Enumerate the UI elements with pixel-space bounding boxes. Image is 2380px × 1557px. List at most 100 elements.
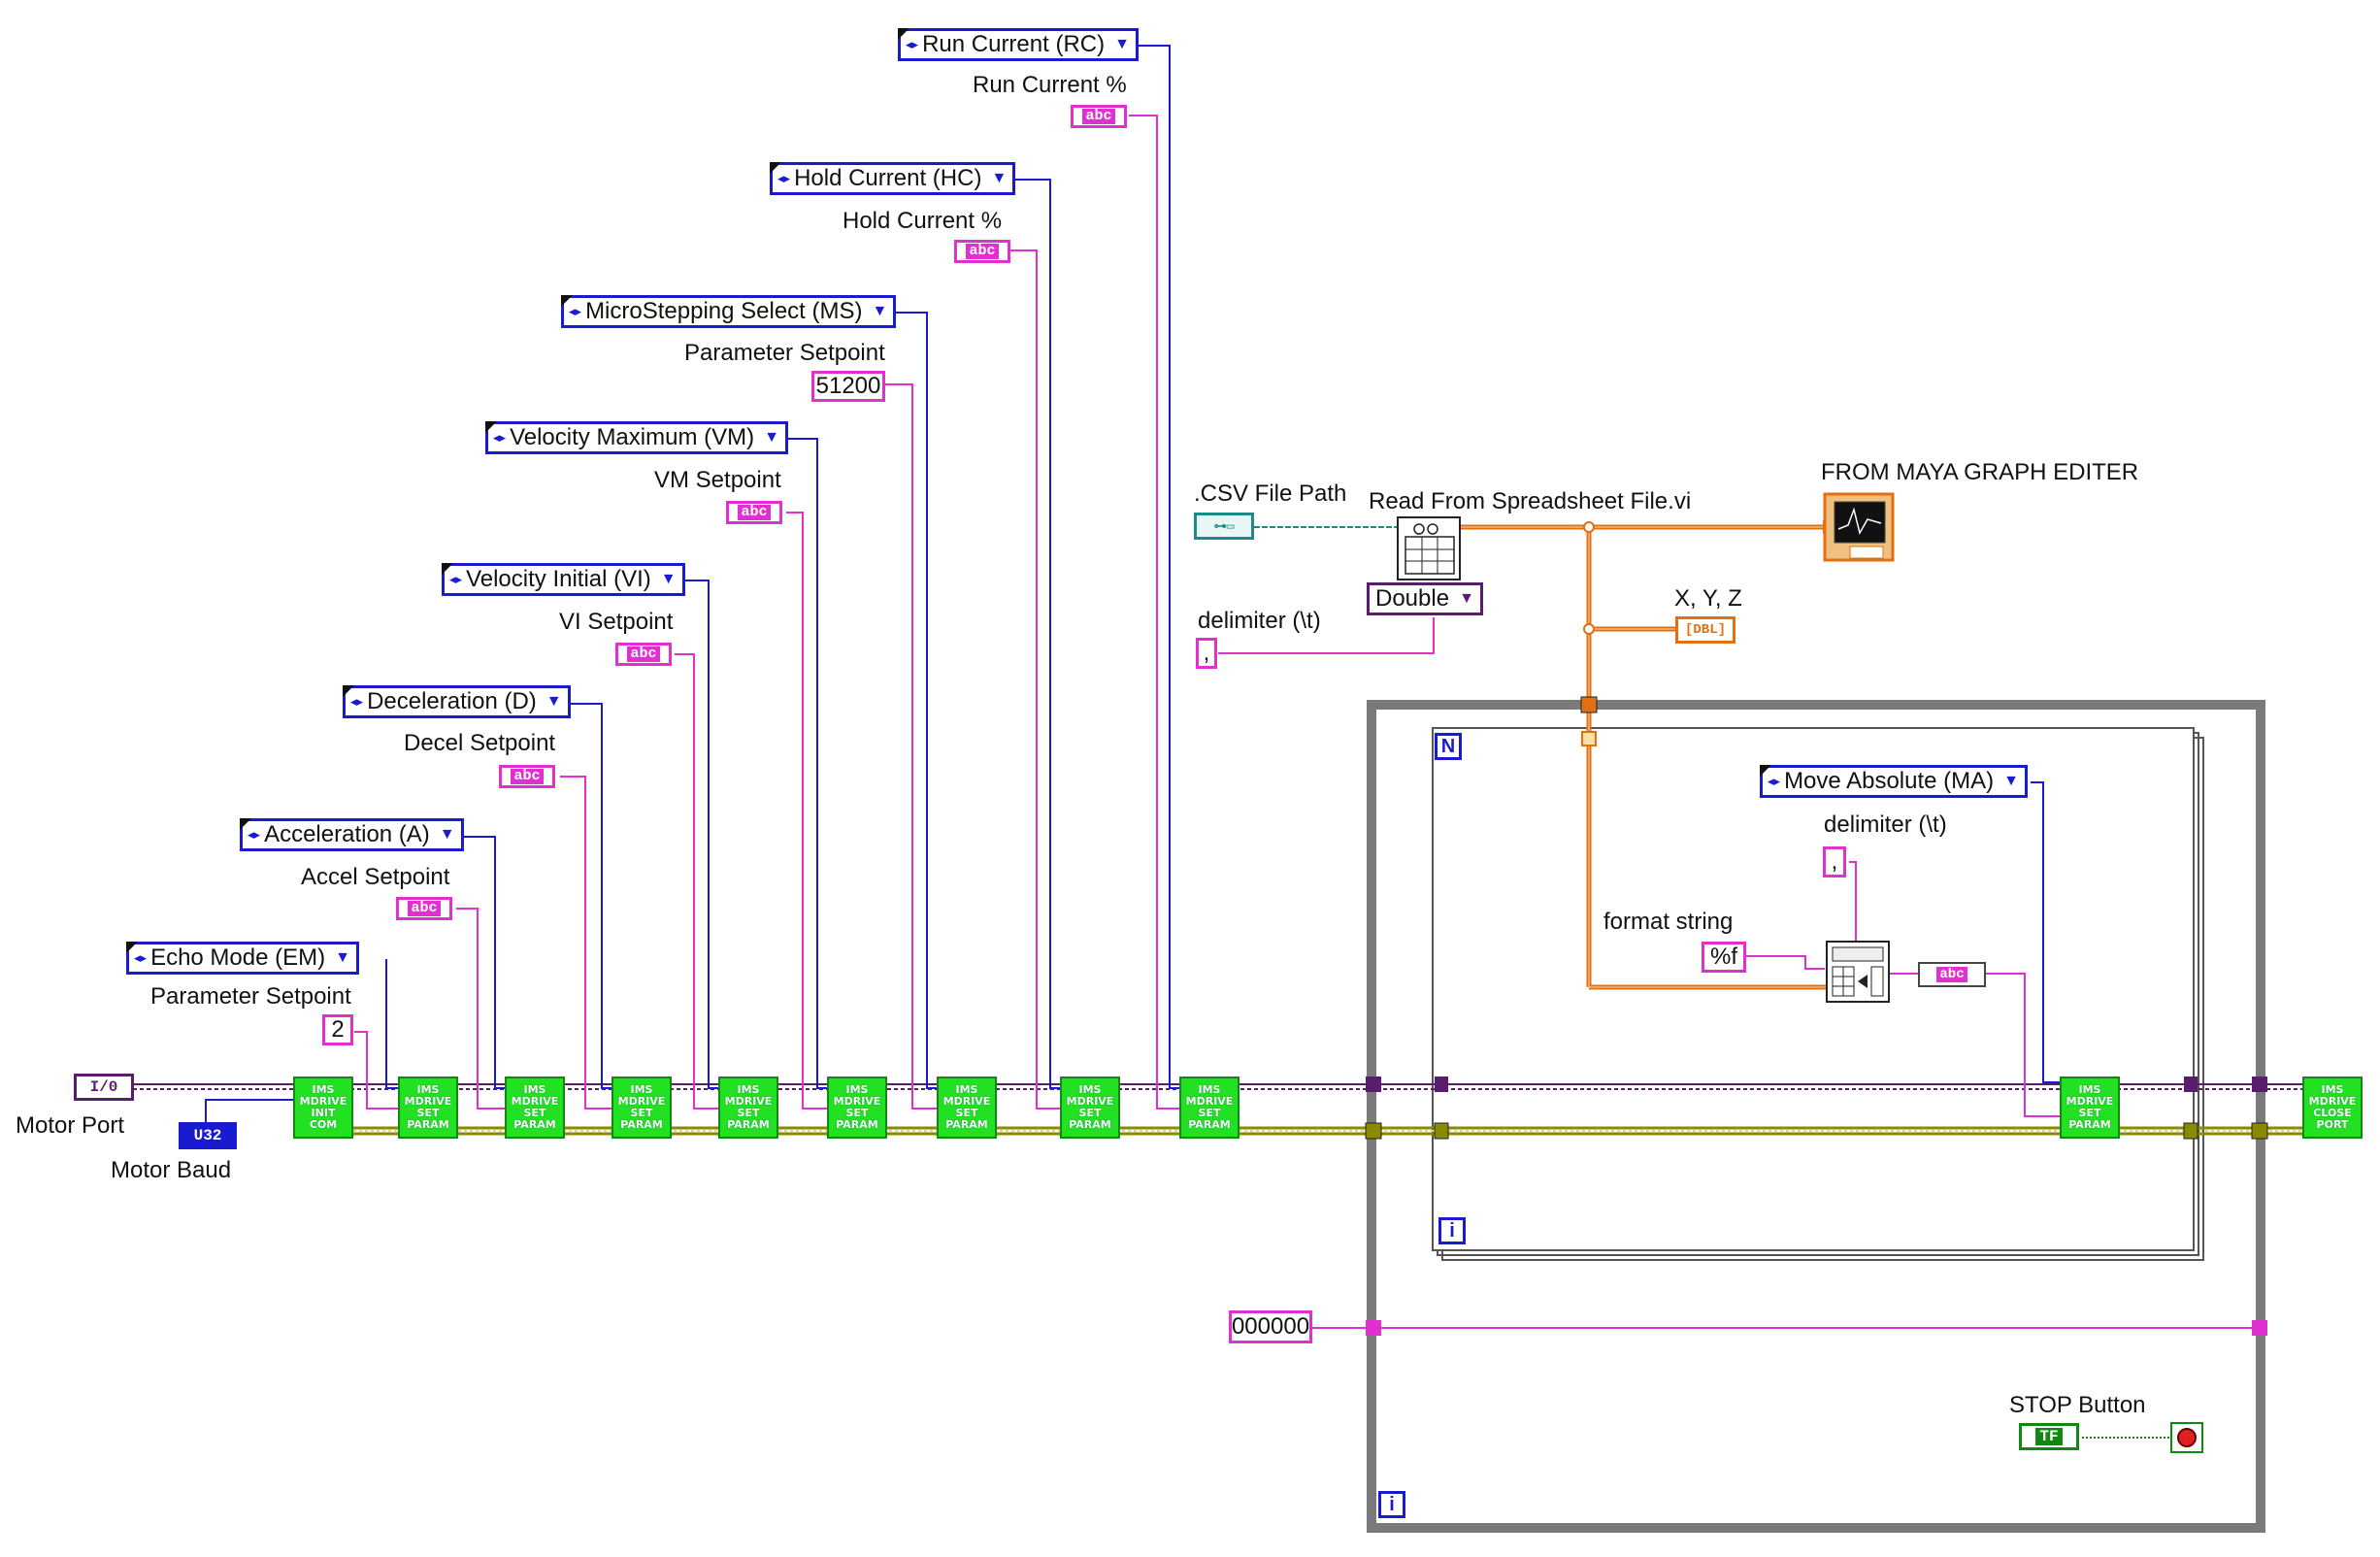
inner-string-wires [1745,781,2060,1117]
setpoint-ms[interactable]: 51200 [811,371,885,402]
setpoint-label-vi: VI Setpoint [559,609,674,635]
setpoint-label-a: Accel Setpoint [301,864,450,890]
inner-delimiter-constant[interactable]: , [1823,846,1846,878]
delimiter-constant[interactable]: , [1196,638,1217,669]
setpoint-label-em: Parameter Setpoint [150,983,351,1010]
setpoint-a[interactable]: abc [396,897,452,920]
ring-run-current[interactable]: ◂▸Run Current (RC)▼ [898,28,1139,61]
error-shift-left [1434,1122,1449,1140]
ring-hold-current[interactable]: ◂▸Hold Current (HC)▼ [770,162,1016,195]
increment-icon: ◂▸ [449,572,463,586]
format-string-label: format string [1603,909,1734,935]
increment-icon: ◂▸ [493,430,507,445]
parameter-wires [354,45,1179,1110]
ring-microstepping[interactable]: ◂▸MicroStepping Select (MS)▼ [561,295,897,328]
setpoint-label-vm: VM Setpoint [654,467,781,493]
setpoint-em[interactable]: 2 [322,1014,353,1045]
ring-echo-mode[interactable]: ◂▸Echo Mode (EM)▼ [126,942,359,975]
chevron-down-icon: ▼ [660,571,677,587]
increment-icon: ◂▸ [777,171,791,185]
increment-icon: ◂▸ [350,694,364,709]
csv-path-label: .CSV File Path [1194,480,1347,507]
graph-label: FROM MAYA GRAPH EDITER [1821,459,2139,485]
string-constant-000000[interactable]: 000000 [1229,1310,1312,1343]
increment-icon: ◂▸ [906,37,919,51]
ref-tunnel-left [1366,1077,1381,1092]
string-tunnel-right [2252,1320,2267,1336]
waveform-graph-icon[interactable] [1823,492,1895,562]
inner-delimiter-label: delimiter (\t) [1824,812,1947,838]
array-autoindex-tunnel [1581,731,1597,746]
for-loop-count-terminal[interactable]: N [1435,733,1462,760]
chevron-down-icon: ▼ [335,949,350,966]
xyz-label: X, Y, Z [1674,585,1742,612]
baud-wire [205,1099,293,1126]
delimiter-wire [1218,617,1435,654]
for-loop-iteration-terminal: i [1438,1217,1466,1244]
stop-button-terminal[interactable]: TF [2019,1423,2079,1450]
increment-icon: ◂▸ [248,827,261,842]
chevron-down-icon: ▼ [545,693,562,710]
setpoint-hc[interactable]: abc [954,240,1010,263]
ring-acceleration[interactable]: ◂▸Acceleration (A)▼ [240,818,464,851]
setpoint-label-hc: Hold Current % [843,208,1003,234]
while-loop-frame[interactable] [1367,700,2265,1533]
ref-shift-left [1435,1077,1448,1092]
read-spreadsheet-label: Read From Spreadsheet File.vi [1369,488,1692,514]
increment-icon: ◂▸ [134,950,148,965]
while-loop-iteration-terminal: i [1378,1491,1405,1518]
increment-icon: ◂▸ [1768,774,1781,788]
chevron-down-icon: ▼ [1459,590,1474,607]
xyz-indicator[interactable]: [DBL] [1675,616,1735,644]
ref-shift-right [2184,1077,2198,1092]
setpoint-rc[interactable]: abc [1071,105,1127,128]
double-type-selector[interactable]: Double▼ [1367,582,1483,615]
setpoint-d[interactable]: abc [499,765,555,788]
ref-tunnel-right [2252,1077,2267,1092]
stop-button-label: STOP Button [2009,1392,2146,1418]
setpoint-label-ms: Parameter Setpoint [684,340,885,366]
ring-deceleration[interactable]: ◂▸Deceleration (D)▼ [343,685,571,718]
setpoint-vi[interactable]: abc [615,643,672,666]
chevron-down-icon: ▼ [764,429,779,446]
motor-baud-terminal[interactable]: U32 [179,1122,237,1149]
string-tunnel-left [1366,1320,1381,1336]
chevron-down-icon: ▼ [2003,773,2019,789]
motor-baud-label: Motor Baud [111,1157,232,1183]
error-shift-right [2183,1122,2198,1140]
ring-velocity-initial[interactable]: ◂▸Velocity Initial (VI)▼ [442,563,685,596]
array-tunnel-while [1580,696,1598,713]
setpoint-label-d: Decel Setpoint [404,730,556,756]
csv-path-terminal[interactable]: ⊶▭ [1194,513,1254,540]
stop-icon[interactable] [2170,1422,2203,1453]
chevron-down-icon: ▼ [872,303,888,319]
chevron-down-icon: ▼ [991,170,1008,186]
chevron-down-icon: ▼ [1114,36,1130,52]
ring-move-absolute[interactable]: ◂▸Move Absolute (MA)▼ [1760,765,2028,798]
setpoint-label-rc: Run Current % [973,72,1127,98]
format-string-constant[interactable]: %f [1702,942,1746,973]
ring-velocity-maximum[interactable]: ◂▸Velocity Maximum (VM)▼ [485,421,788,454]
error-tunnel-right [2251,1122,2268,1140]
string-array-indicator[interactable]: abc [1918,962,1986,987]
read-spreadsheet-icon[interactable] [1397,516,1461,580]
increment-icon: ◂▸ [569,304,582,318]
error-tunnel-left [1365,1122,1382,1140]
setpoint-vm[interactable]: abc [726,501,782,524]
chevron-down-icon: ▼ [439,826,455,843]
motor-port-terminal[interactable]: I/0 [74,1074,134,1101]
delimiter-label: delimiter (\t) [1198,608,1321,634]
array-to-spreadsheet-icon[interactable] [1826,941,1890,1003]
motor-port-label: Motor Port [16,1112,125,1139]
